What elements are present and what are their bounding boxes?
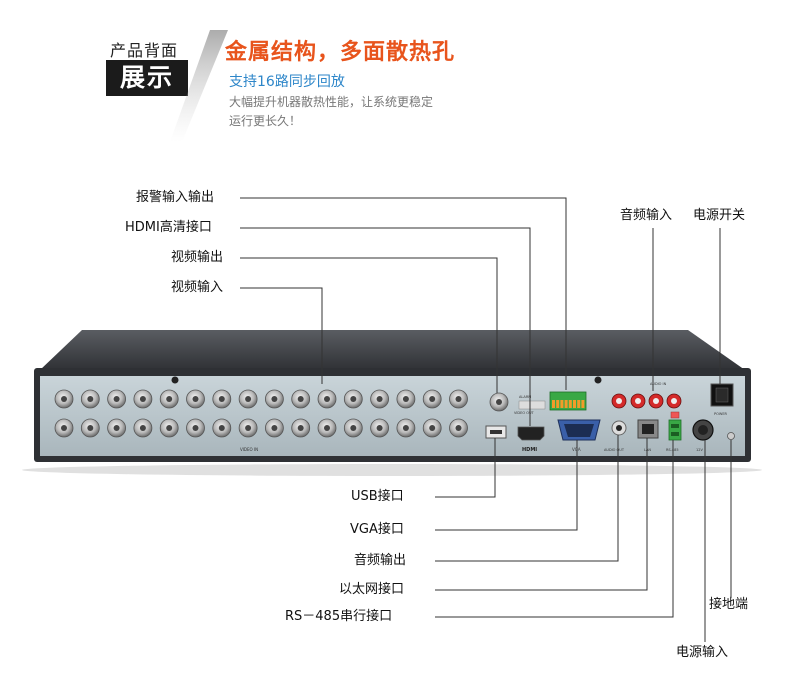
silk-audio-out: AUDIO OUT xyxy=(604,448,625,452)
silk-lan: LAN xyxy=(644,448,651,452)
silk-rs485: RS-485 xyxy=(666,448,679,452)
callout-power-switch: 电源开关 xyxy=(693,208,746,223)
callout-usb: USB接口 xyxy=(351,489,404,504)
callout-rs485: RS－485串行接口 xyxy=(285,609,393,624)
callout-vga: VGA接口 xyxy=(350,522,404,537)
rear-panel-plate xyxy=(40,376,745,456)
alarm-terminal xyxy=(549,391,587,411)
hdmi-port xyxy=(517,426,545,441)
callout-audio-in: 音频输入 xyxy=(620,208,673,223)
silk-vga: VGA xyxy=(572,447,581,452)
rs485-terminal xyxy=(668,419,682,441)
silk-hdmi: HDMI xyxy=(522,447,537,453)
callout-video-in: 视频输入 xyxy=(171,280,224,295)
ground-screw xyxy=(727,432,735,440)
callout-hdmi: HDMI高清接口 xyxy=(125,220,212,235)
silk-alarm: ALARM xyxy=(519,395,531,399)
header-slash-decoration xyxy=(170,30,228,142)
callout-ethernet: 以太网接口 xyxy=(339,582,405,597)
silk-video-out: VIDEO OUT xyxy=(514,411,535,415)
section-label: 产品背面 xyxy=(110,41,179,60)
callout-ground: 接地端 xyxy=(709,597,749,612)
silk-power: POWER xyxy=(714,412,728,416)
product-description-line: 大幅提升机器散热性能，让系统更稳定 xyxy=(229,95,434,109)
product-headline: 金属结构，多面散热孔 xyxy=(225,40,456,65)
product-description-line: 运行更长久！ xyxy=(229,114,302,128)
silk-video-in: VIDEO IN xyxy=(240,447,258,452)
audio-input-connectors xyxy=(611,393,682,409)
video-input-connectors xyxy=(54,389,468,438)
silk-dc-in: 12V xyxy=(696,448,703,452)
silk-audio-in: AUDIO IN xyxy=(650,382,667,386)
callout-alarm-io: 报警输入输出 xyxy=(136,190,215,205)
product-subheadline: 支持16路同步回放 xyxy=(229,74,345,90)
chassis-top xyxy=(40,330,745,370)
section-badge: 展示 xyxy=(106,60,188,96)
callout-power-in: 电源输入 xyxy=(676,645,729,660)
callout-video-out: 视频输出 xyxy=(171,250,224,265)
callout-leader-lines xyxy=(240,197,732,642)
callout-audio-out: 音频输出 xyxy=(354,553,407,568)
